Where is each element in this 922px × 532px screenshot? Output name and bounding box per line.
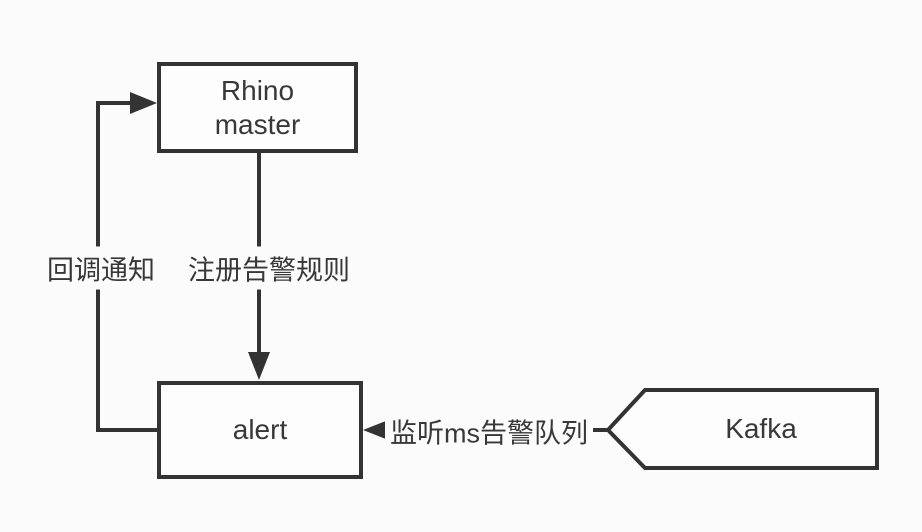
- alert-label: alert: [232, 414, 288, 445]
- kafka-node-shape: [605, 388, 879, 470]
- alert-node: alert: [157, 381, 363, 479]
- rhino-master-label: Rhino master: [214, 74, 301, 140]
- arrow-right-icon: [130, 92, 157, 114]
- arrow-left-icon: [363, 419, 391, 441]
- rhino-master-node: Rhino master: [157, 62, 358, 153]
- edge-label-listen-ms-alert-queue: 监听ms告警队列: [385, 409, 593, 453]
- edge-label-callback-notification: 回调通知: [42, 246, 160, 290]
- arrow-down-icon: [248, 352, 270, 380]
- edge-label-register-alert-rules: 注册告警规则: [183, 246, 355, 290]
